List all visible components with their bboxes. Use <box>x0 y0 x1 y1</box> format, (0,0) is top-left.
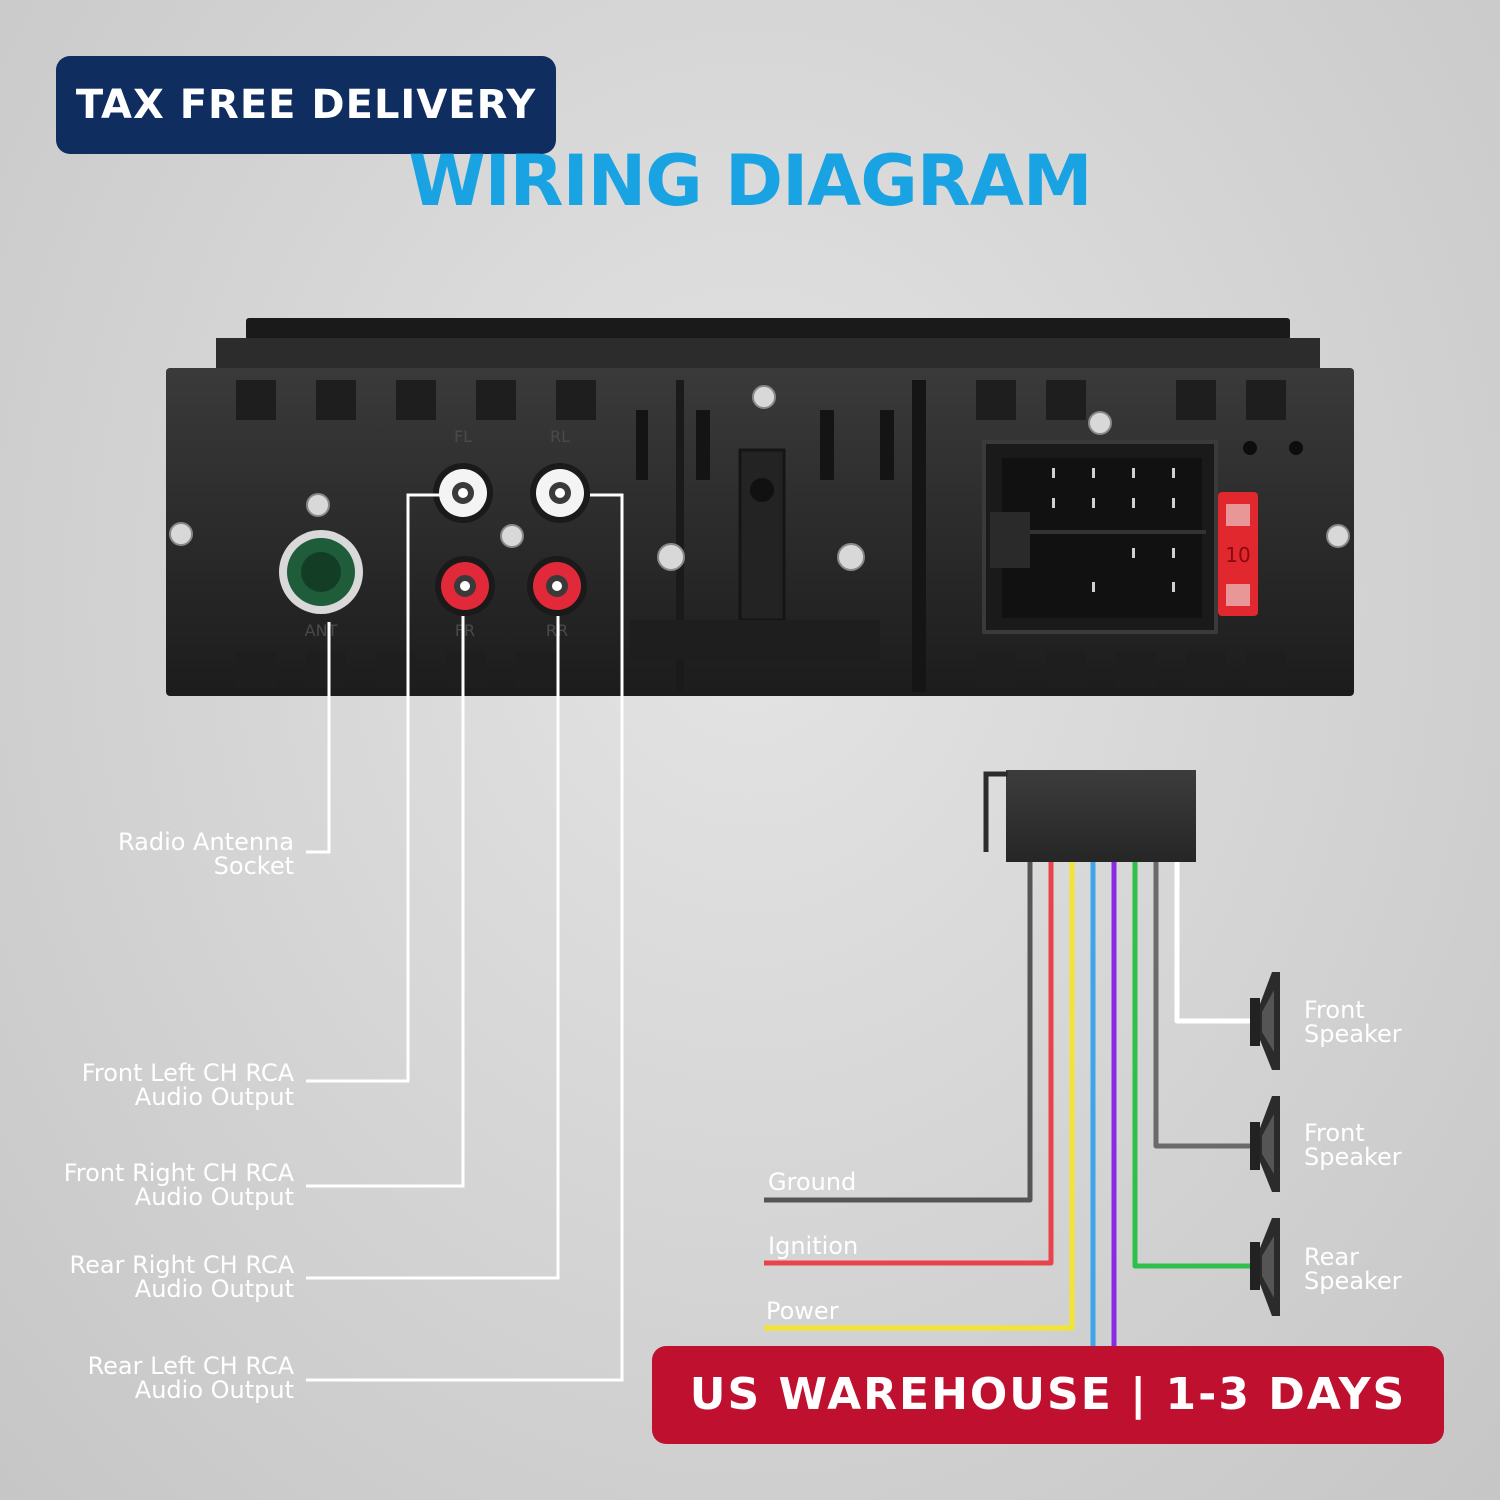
screw-icon <box>169 385 1350 571</box>
label-front-speaker: Front Speaker <box>1304 998 1402 1046</box>
marking-rl: RL <box>550 427 570 446</box>
speaker-icon <box>1250 1096 1280 1192</box>
label-line: Radio Antenna <box>117 828 294 856</box>
marking-ant: ANT <box>305 621 338 640</box>
wire-harness <box>764 862 1252 1348</box>
label-ignition: Ignition <box>768 1232 859 1260</box>
label-line: Speaker <box>1304 1267 1402 1295</box>
tax-free-delivery-badge: TAX FREE DELIVERY <box>56 56 556 154</box>
label-line: Rear Right CH RCA <box>69 1251 294 1279</box>
wire-ground <box>764 862 1033 1203</box>
label-line: Front <box>1304 996 1365 1024</box>
speaker-icon <box>1250 1218 1280 1316</box>
label-rear-left-rca: Rear Left CH RCA Audio Output <box>88 1354 294 1402</box>
rca-jack-rear-left <box>530 463 590 523</box>
label-radio-antenna-socket: Radio Antenna Socket <box>118 830 294 878</box>
wire-ignition <box>764 862 1054 1266</box>
label-line: Audio Output <box>134 1275 294 1303</box>
label-line: Rear <box>1304 1243 1359 1271</box>
label-rear-speaker: Rear Speaker <box>1304 1245 1402 1293</box>
label-line: Speaker <box>1304 1143 1402 1171</box>
wire-power <box>764 862 1075 1331</box>
callout-lines <box>306 493 624 1382</box>
rca-jack-rear-right <box>527 556 587 616</box>
fuse-rating: 10 <box>1225 543 1250 567</box>
marking-fr: FR <box>455 621 475 640</box>
harness-plug <box>983 770 1196 862</box>
fuse: 10 <box>1218 492 1258 616</box>
label-line: Front Left CH RCA <box>81 1059 294 1087</box>
label-power: Power <box>766 1297 839 1325</box>
label-line: Audio Output <box>134 1083 294 1111</box>
wire-green <box>1132 862 1252 1269</box>
rca-jack-front-left <box>433 463 493 523</box>
us-warehouse-badge: US WAREHOUSE | 1-3 DAYS <box>652 1346 1444 1444</box>
label-front-speaker: Front Speaker <box>1304 1121 1402 1169</box>
rca-jack-front-right <box>435 556 495 616</box>
label-front-right-rca: Front Right CH RCA Audio Output <box>64 1161 294 1209</box>
iso-connector-socket <box>982 440 1303 634</box>
label-line: Front <box>1304 1119 1365 1147</box>
label-front-left-rca: Front Left CH RCA Audio Output <box>82 1061 294 1109</box>
page-title: WIRING DIAGRAM <box>408 140 1092 222</box>
label-line: Audio Output <box>134 1183 294 1211</box>
label-line: Front Right CH RCA <box>63 1159 294 1187</box>
label-line: Speaker <box>1304 1020 1402 1048</box>
marking-fl: FL <box>454 427 472 446</box>
label-line: Socket <box>213 852 294 880</box>
speaker-icon <box>1250 972 1280 1070</box>
label-rear-right-rca: Rear Right CH RCA Audio Output <box>70 1253 294 1301</box>
wire-white <box>1174 862 1252 1024</box>
antenna-socket <box>279 530 363 614</box>
wire-grey <box>1153 862 1252 1149</box>
label-line: Rear Left CH RCA <box>87 1352 294 1380</box>
label-ground: Ground <box>768 1168 857 1196</box>
label-line: Audio Output <box>134 1376 294 1404</box>
